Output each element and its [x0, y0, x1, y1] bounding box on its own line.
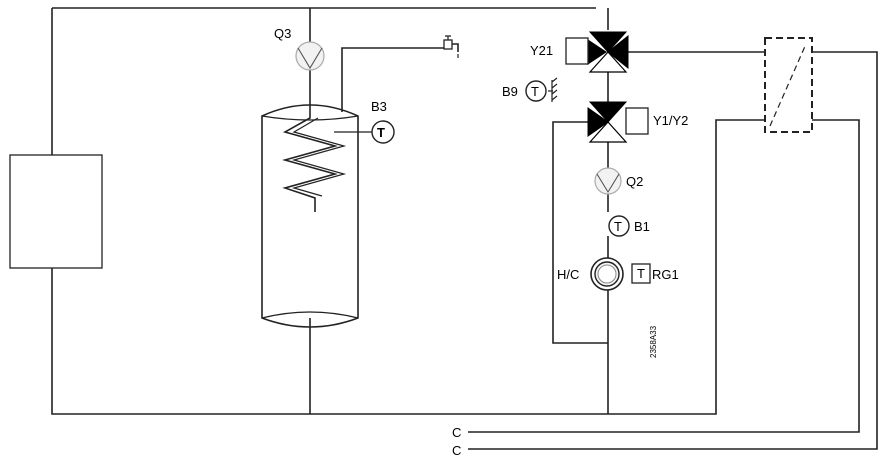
sensor-rg1-icon — [631, 263, 651, 284]
label-y1y2: Y1/Y2 — [653, 113, 688, 128]
valve-y1y2 — [587, 101, 649, 143]
pipe-hot-water — [341, 47, 446, 112]
pipe-left-main — [51, 8, 765, 415]
tank-bottom-line — [261, 311, 359, 319]
pump-q2 — [594, 167, 622, 195]
label-b1: B1 — [634, 219, 650, 234]
tank-top-line — [261, 115, 359, 121]
sensor-b1-glyph: T — [614, 219, 622, 234]
pipe-exchanger-right — [468, 51, 878, 450]
storage-tank — [261, 104, 359, 328]
valve-y21 — [565, 31, 629, 73]
label-b9: B9 — [502, 84, 518, 99]
label-q2: Q2 — [626, 174, 643, 189]
drawing-reference: 2358A33 — [649, 325, 658, 358]
consumer-hc — [590, 257, 624, 291]
tank-coil — [282, 108, 338, 212]
label-c-bottom: C — [452, 443, 461, 458]
actuator-y1y2 — [625, 107, 649, 135]
label-rg1: RG1 — [652, 267, 679, 282]
pipe-bypass — [552, 121, 608, 344]
sensor-rg1-glyph: T — [637, 266, 645, 281]
pump-q3-mark — [297, 47, 323, 70]
sensor-b9-glyph: T — [531, 84, 539, 99]
sensor-b9-mount — [551, 77, 558, 102]
heat-exchanger — [764, 37, 813, 133]
sensor-b1-icon — [608, 215, 630, 237]
heat-source-box — [9, 154, 103, 269]
tank-coil-outline — [291, 117, 347, 197]
sensor-b9-icon — [525, 80, 547, 102]
label-q3: Q3 — [274, 26, 291, 41]
label-b3: B3 — [371, 99, 387, 114]
pipe-exchanger-return — [468, 119, 860, 433]
pipework — [51, 7, 878, 450]
pump-q2-mark — [596, 173, 620, 194]
label-c-top: C — [452, 425, 461, 440]
pump-q3 — [295, 41, 325, 71]
pump-q3-body — [295, 41, 325, 71]
sensor-b3-icon — [371, 120, 395, 144]
actuator-y21 — [565, 37, 589, 65]
label-hc: H/C — [557, 267, 579, 282]
hot-water-tap-icon — [443, 35, 459, 58]
label-y21: Y21 — [530, 43, 553, 58]
sensor-b3-glyph: T — [377, 125, 385, 140]
pump-q2-body — [594, 167, 622, 195]
